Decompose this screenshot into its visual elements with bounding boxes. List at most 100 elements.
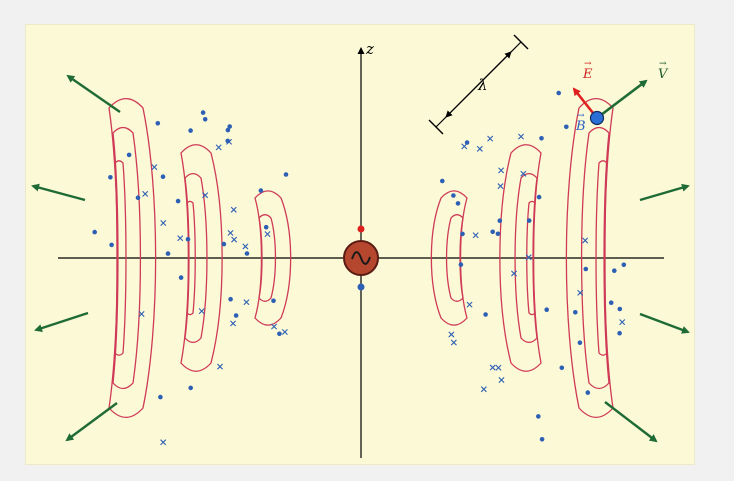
dot-marker-right-4	[526, 218, 532, 223]
cross-marker-left-24	[230, 320, 237, 327]
cross-marker-left-21	[177, 235, 184, 242]
cross-marker-right-6	[448, 331, 455, 338]
dot-marker-left-40	[227, 124, 232, 129]
field-loop-left-1-0	[180, 144, 223, 372]
wavelength-marker	[428, 34, 529, 135]
dot-marker-left-41	[225, 127, 231, 133]
dot-marker-right-47	[583, 266, 589, 272]
dot-marker-right-2	[440, 178, 445, 184]
dot-marker-right-18	[539, 136, 544, 141]
cross-marker-left-25	[160, 439, 167, 446]
cross-marker-left-47	[142, 190, 149, 197]
dot-marker-left-0	[178, 275, 184, 280]
cross-marker-right-9	[525, 254, 532, 261]
dot-marker-left-11	[92, 229, 97, 235]
dot-marker-right-36	[539, 437, 545, 442]
cross-marker-right-34	[497, 183, 504, 190]
cross-marker-left-2	[271, 323, 278, 330]
dot-marker-left-6	[165, 251, 171, 256]
cross-marker-left-28	[227, 229, 234, 236]
dot-marker-left-46	[271, 298, 276, 304]
cross-marker-left-33	[215, 144, 222, 151]
dot-marker-left-43	[258, 188, 264, 193]
dot-marker-right-37	[585, 390, 591, 395]
dot-marker-right-17	[617, 330, 622, 336]
cross-marker-right-46	[472, 232, 479, 239]
cross-marker-right-43	[518, 133, 525, 140]
field-loop-left-2-1	[112, 126, 142, 390]
ac-source-icon	[343, 240, 379, 276]
dot-marker-left-15	[109, 242, 114, 248]
cross-marker-left-8	[242, 243, 249, 250]
dot-marker-left-1	[221, 241, 227, 247]
radiation-arrow-5	[639, 312, 690, 334]
dot-marker-right-0	[573, 310, 578, 315]
dot-marker-right-23	[608, 300, 614, 306]
field-loop-right-0-0	[430, 190, 468, 326]
dot-marker-right-33	[458, 262, 464, 267]
field-loop-right-0-1	[445, 214, 464, 302]
e-field-vector-hat: →	[584, 59, 592, 69]
dot-marker-right-14	[559, 365, 565, 371]
cross-marker-left-32	[217, 363, 224, 370]
field-loop-left-0-0	[254, 190, 292, 326]
dot-marker-right-42	[577, 340, 583, 346]
dot-marker-left-44	[202, 117, 208, 122]
cross-marker-left-9	[231, 236, 238, 243]
cross-marker-right-25	[489, 364, 496, 371]
radiation-arrow-2	[34, 311, 89, 332]
cross-marker-right-15	[495, 364, 502, 371]
field-loop-left-1-1	[184, 172, 208, 344]
cross-marker-left-16	[160, 220, 167, 226]
cross-marker-right-29	[582, 237, 589, 244]
radiation-arrows	[31, 74, 690, 443]
b-field-point	[589, 110, 605, 126]
field-loop-right-1-1	[514, 172, 538, 344]
dot-marker-left-17	[188, 128, 193, 133]
cross-marker-right-11	[619, 319, 626, 326]
cross-marker-right-21	[498, 167, 505, 174]
cross-marker-left-29	[151, 164, 158, 171]
cross-marker-right-41	[450, 339, 457, 346]
dot-marker-right-19	[536, 194, 542, 200]
cross-marker-left-26	[138, 311, 145, 317]
dot-marker-right-10	[536, 414, 541, 419]
field-loop-left-0-1	[258, 214, 277, 302]
cross-marker-right-35	[520, 170, 527, 177]
dot-marker-left-13	[135, 195, 141, 200]
field-loops-left	[108, 98, 292, 418]
cross-marker-right-8	[480, 386, 487, 393]
dot-marker-left-45	[244, 251, 250, 256]
cross-marker-left-7	[281, 328, 288, 335]
cross-marker-left-42	[230, 206, 237, 213]
field-loop-right-1-0	[499, 144, 542, 372]
dot-marker-right-30	[556, 90, 561, 96]
dot-marker-right-16	[460, 231, 465, 237]
field-loops-right	[430, 98, 614, 418]
cross-marker-right-12	[487, 135, 494, 142]
cross-marker-right-32	[466, 301, 473, 308]
dot-marker-left-23	[233, 313, 239, 318]
dot-marker-left-37	[155, 121, 161, 126]
radiation-arrow-4	[639, 183, 690, 202]
dot-marker-right-27	[495, 231, 501, 237]
field-markers	[92, 90, 627, 446]
velocity-vector-hat: →	[659, 59, 667, 69]
cross-marker-left-30	[264, 231, 271, 238]
e-field-label: E	[582, 67, 593, 82]
dot-marker-left-22	[185, 236, 191, 242]
dot-marker-right-28	[464, 140, 470, 145]
dot-marker-right-22	[483, 312, 488, 317]
velocity-vector	[596, 79, 648, 120]
dot-marker-right-31	[490, 229, 496, 235]
cross-marker-right-7	[498, 376, 505, 383]
dot-marker-right-5	[612, 268, 617, 274]
cross-marker-right-3	[461, 143, 468, 150]
negative-charge	[357, 283, 365, 291]
field-loop-right-2-1	[580, 126, 610, 390]
radiation-arrow-1	[31, 183, 86, 202]
cross-marker-right-1	[476, 145, 483, 152]
dot-marker-left-36	[188, 385, 193, 391]
dot-marker-right-40	[497, 218, 503, 223]
